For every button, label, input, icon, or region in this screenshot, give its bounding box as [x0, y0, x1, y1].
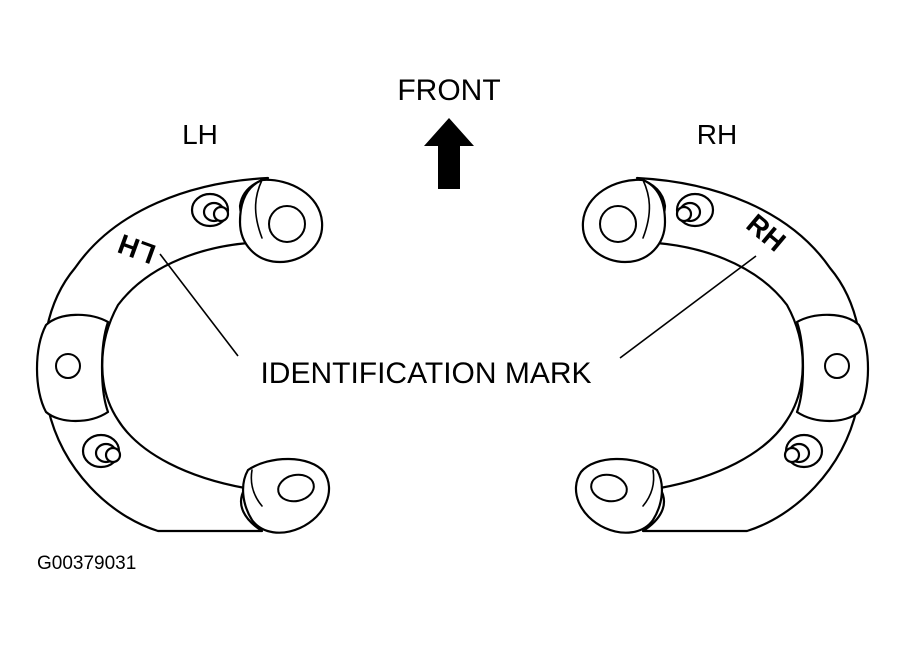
- front-label: FRONT: [397, 74, 500, 107]
- identification-mark-callout: IDENTIFICATION MARK: [260, 357, 591, 390]
- rh-upper-stud: [675, 192, 715, 228]
- lh-lower-lug-hole: [277, 473, 315, 503]
- lh-leader-line: [159, 253, 239, 357]
- rh-bracket: RH: [575, 176, 870, 534]
- lh-upper-lug-hole: [268, 205, 306, 243]
- lh-side-label: LH: [182, 119, 218, 150]
- rh-side-label: RH: [697, 119, 737, 150]
- rh-upper-lug-hole: [599, 205, 637, 243]
- rh-leader-line: [619, 255, 757, 359]
- lh-side-pad-hole: [55, 353, 81, 379]
- rh-side-pad-hole: [824, 353, 850, 379]
- rh-lower-lug-hole: [590, 473, 628, 503]
- lh-lower-stud: [81, 433, 122, 469]
- figure-code: G00379031: [37, 553, 136, 574]
- lh-bracket: LH: [35, 176, 330, 534]
- lh-upper-stud: [190, 192, 230, 228]
- up-arrow-icon: [424, 118, 474, 189]
- rh-lower-stud: [783, 433, 824, 469]
